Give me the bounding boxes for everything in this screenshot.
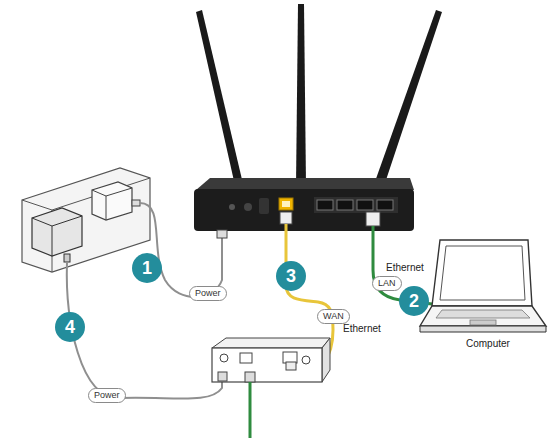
cable-tag: WAN xyxy=(317,309,350,324)
callout-number: 2 xyxy=(399,286,429,316)
callout-digit: 3 xyxy=(286,266,296,287)
modem xyxy=(212,338,330,382)
cable-tag: Power xyxy=(189,286,227,301)
router-power-adapter xyxy=(92,182,140,220)
cable-label: Ethernet xyxy=(385,262,425,274)
callout-digit: 1 xyxy=(142,258,152,279)
callout-number: 3 xyxy=(276,261,306,291)
router-antennas xyxy=(196,4,442,192)
laptop xyxy=(420,240,546,332)
callout-digit: 2 xyxy=(409,291,419,312)
callout-digit: 4 xyxy=(65,317,75,338)
cable-tag: Power xyxy=(88,388,126,403)
cable-tag: LAN xyxy=(372,276,402,291)
line-cable xyxy=(249,382,252,438)
device-label: Computer xyxy=(466,338,510,350)
wall-socket xyxy=(22,168,150,272)
tag-text: Power xyxy=(94,390,120,400)
tag-text: LAN xyxy=(378,278,396,288)
callout-number: 1 xyxy=(132,253,162,283)
router xyxy=(194,178,414,238)
tag-text: WAN xyxy=(323,311,344,321)
modem-power-adapter xyxy=(32,208,82,262)
tag-text: Power xyxy=(195,288,221,298)
cable-label: Ethernet xyxy=(343,323,381,335)
callout-number: 4 xyxy=(55,312,85,342)
